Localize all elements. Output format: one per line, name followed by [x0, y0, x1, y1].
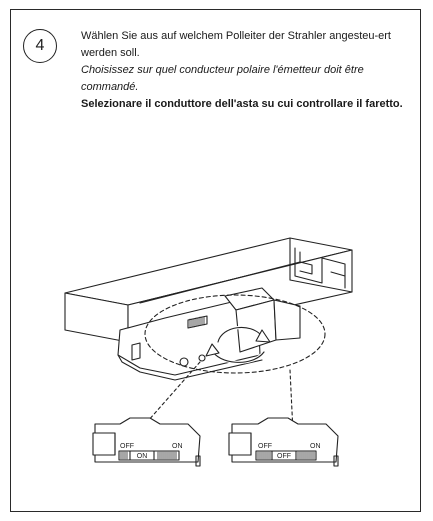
- switch-detail-left: OFF ON ON: [92, 417, 201, 467]
- switch-right-on-label: ON: [310, 443, 321, 450]
- switch-right-off-label: OFF: [258, 443, 272, 450]
- switch-left-on-label: ON: [172, 443, 183, 450]
- switch-left-hatching: [120, 451, 177, 460]
- instruction-italian: Selezionare il conduttore dell'asta su c…: [81, 98, 403, 110]
- switch-right-state: OFF: [277, 453, 291, 460]
- instruction-german: Wählen Sie aus auf welchem Polleiter der…: [81, 30, 391, 59]
- instruction-french: Choisissez sur quel conducteur polaire l…: [81, 64, 364, 93]
- instruction-text: Wählen Sie aus auf welchem Polleiter der…: [81, 28, 411, 113]
- track-adapter: [117, 287, 301, 381]
- step-number-badge: 4: [23, 29, 57, 63]
- switch-left-state: ON: [137, 453, 148, 460]
- leader-lines: [139, 361, 294, 433]
- highlight-ellipse: [144, 294, 326, 374]
- step-number: 4: [35, 37, 45, 54]
- switch-right-knob: [271, 450, 297, 461]
- switch-right-hatching: [257, 451, 315, 460]
- instruction-frame: [10, 9, 421, 512]
- switch-detail-right: OFF ON OFF: [228, 417, 339, 467]
- switch-left-off-label: OFF: [120, 443, 134, 450]
- switch-left-knob: [129, 450, 155, 461]
